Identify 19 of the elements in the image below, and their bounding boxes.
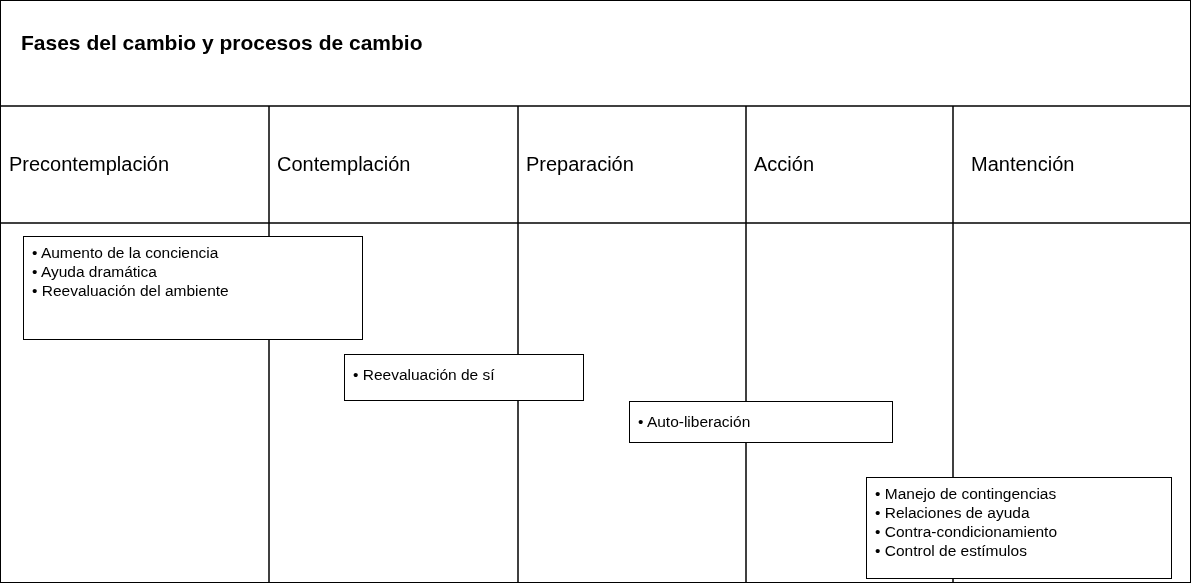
process-item: • Control de estímulos [875,542,1027,559]
process-item: • Contra-condicionamiento [875,523,1058,540]
process-item: • Relaciones de ayuda [875,504,1030,521]
process-box [866,477,1172,579]
process-item: • Manejo de contingencias [875,485,1057,502]
process-box [344,354,584,401]
diagram-title: Fases del cambio y procesos de cambio [21,31,423,55]
process-box [23,236,363,340]
process-item: • Auto-liberación [638,413,751,430]
process-item: • Reevaluación de sí [353,366,495,383]
process-item: • Reevaluación del ambiente [32,282,229,299]
process-item: • Aumento de la conciencia [32,244,219,261]
stage-heading: Acción [754,153,815,176]
stage-heading: Preparación [526,153,634,176]
stage-heading: Precontemplación [9,153,170,176]
stage-heading: Mantención [971,153,1075,176]
process-item: • Ayuda dramática [32,263,157,280]
stage-heading: Contemplación [277,153,411,176]
process-box [629,401,893,443]
